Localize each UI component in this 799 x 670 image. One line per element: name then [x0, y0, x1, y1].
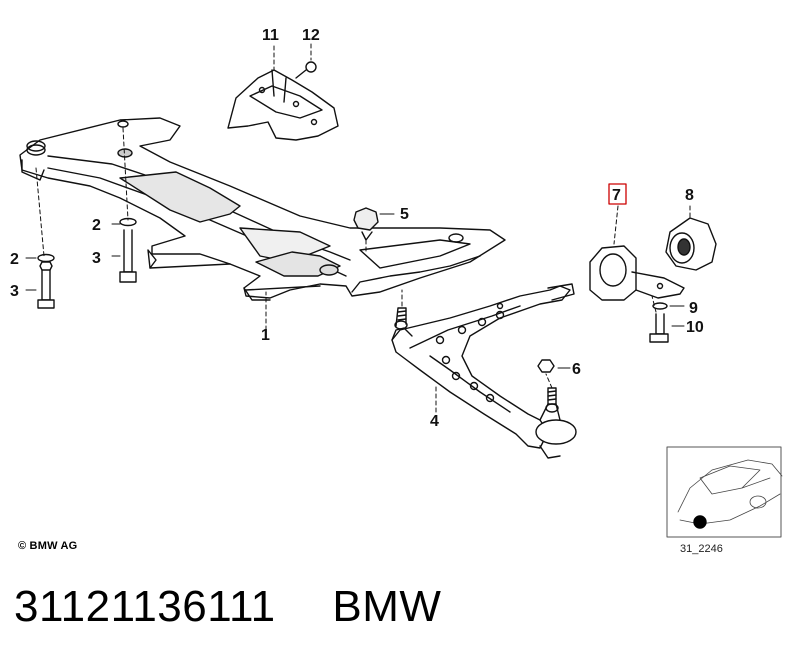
part-caption: 31121136111 BMW: [14, 582, 441, 632]
callout-2-middle: 2: [92, 217, 101, 234]
callout-10: 10: [686, 319, 704, 336]
diagram-code: 31_2246: [680, 543, 723, 555]
vehicle-thumbnail: [666, 446, 783, 538]
brand-name: BMW: [332, 582, 442, 631]
part-number: 31121136111: [14, 582, 276, 631]
left-bolt: [37, 253, 55, 309]
callout-3-left: 3: [10, 283, 19, 300]
callout-2-left: 2: [10, 251, 19, 268]
wishbone-control-arm: [391, 283, 577, 459]
callout-1: 1: [261, 327, 270, 344]
callout-7-highlight: [608, 183, 627, 205]
callout-11: 11: [262, 27, 279, 44]
middle-bolt: [119, 217, 137, 283]
rubber-bushing: [665, 217, 717, 271]
bushing-housing: [589, 245, 685, 301]
right-bolt: [649, 302, 669, 343]
callout-12: 12: [302, 27, 320, 44]
callout-3-middle: 3: [92, 250, 101, 267]
callout-4: 4: [430, 413, 439, 430]
front-axle-carrier: [19, 117, 506, 301]
hex-nut: [537, 359, 555, 373]
callout-6: 6: [572, 361, 581, 378]
copyright-notice: © BMW AG: [18, 540, 78, 552]
callout-7: 7: [612, 187, 621, 204]
callout-8: 8: [685, 187, 694, 204]
leader-lines: [25, 213, 685, 369]
callout-9: 9: [689, 300, 698, 317]
callout-5: 5: [400, 206, 409, 223]
alignment-lines: [35, 43, 691, 413]
heat-shield: [227, 61, 339, 141]
